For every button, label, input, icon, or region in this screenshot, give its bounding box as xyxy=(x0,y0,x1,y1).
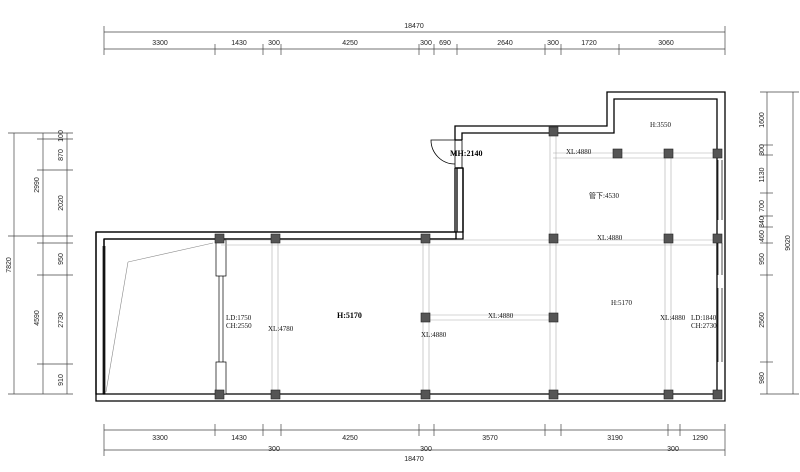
top-dimension-lines xyxy=(103,26,726,55)
label-xl-3: XL:4880 xyxy=(488,312,514,320)
bottom-dim-1: 3300 xyxy=(152,435,168,442)
left-outer-dim-3: 4590 xyxy=(34,310,41,326)
bottom-dim-8: 300 xyxy=(420,446,432,453)
top-total-dim: 18470 xyxy=(404,23,424,30)
columns xyxy=(214,126,723,400)
column xyxy=(548,389,559,400)
top-dim-9: 1720 xyxy=(581,40,597,47)
column xyxy=(270,389,281,400)
left-inner-dim-1: 100 xyxy=(58,130,65,142)
column xyxy=(712,233,723,244)
right-inner-dim-6: 460 xyxy=(759,230,766,242)
bottom-dim-5: 3190 xyxy=(607,435,623,442)
bottom-dim-4: 3570 xyxy=(482,435,498,442)
label-xl-5: XL:4880 xyxy=(660,314,686,322)
column xyxy=(663,233,674,244)
bottom-dim-6: 1290 xyxy=(692,435,708,442)
label-xl-1: XL:4880 xyxy=(566,148,592,156)
label-xl-2: XL:4880 xyxy=(597,234,623,242)
column xyxy=(612,148,623,159)
label-xl-6: XL:4780 xyxy=(268,325,294,333)
label-xl-4: XL:4880 xyxy=(421,331,447,339)
left-outer-dim-1: 2990 xyxy=(34,177,41,193)
label-ld-left: LD:1750 xyxy=(226,314,252,322)
left-inner-dim-6: 910 xyxy=(58,374,65,386)
bottom-dim-3: 4250 xyxy=(342,435,358,442)
top-dim-10: 3060 xyxy=(658,40,674,47)
right-dimension-lines xyxy=(760,91,799,395)
bottom-total-dim: 18470 xyxy=(404,456,424,463)
left-dimension-lines xyxy=(8,132,73,395)
label-pipe: 管下:4530 xyxy=(589,191,619,200)
right-inner-dim-2: 300 xyxy=(759,144,766,156)
right-outer-dim: 9020 xyxy=(785,235,792,251)
top-dim-5: 300 xyxy=(420,40,432,47)
right-inner-dim-5: 340 xyxy=(759,216,766,228)
column xyxy=(663,148,674,159)
label-h-right: H:5170 xyxy=(611,299,633,307)
column xyxy=(420,233,431,244)
top-dim-1: 3300 xyxy=(152,40,168,47)
column xyxy=(712,148,723,159)
right-inner-dim-4: 700 xyxy=(759,200,766,212)
label-h-main: H:5170 xyxy=(337,311,362,320)
column xyxy=(420,312,431,323)
top-dim-7: 2640 xyxy=(497,40,513,47)
bottom-dim-9: 300 xyxy=(667,446,679,453)
right-inner-dim-9: 980 xyxy=(759,372,766,384)
right-inner-dim-8: 2560 xyxy=(759,312,766,328)
column xyxy=(548,126,559,137)
right-inner-dim-1: 1600 xyxy=(759,112,766,128)
top-dim-3: 300 xyxy=(268,40,280,47)
column xyxy=(270,233,281,244)
label-h-top: H:3550 xyxy=(650,121,672,129)
top-dim-4: 4250 xyxy=(342,40,358,47)
walls xyxy=(95,91,726,402)
bottom-dim-2: 1430 xyxy=(231,435,247,442)
column xyxy=(712,389,723,400)
label-ch-left: CH:2550 xyxy=(226,322,252,330)
label-mh: MH:2140 xyxy=(450,149,482,158)
bottom-dim-7: 300 xyxy=(268,446,280,453)
beams xyxy=(221,133,716,394)
top-dim-2: 1430 xyxy=(231,40,247,47)
label-ch-right: CH:2730 xyxy=(691,322,717,330)
column xyxy=(214,233,225,244)
column xyxy=(420,389,431,400)
label-ld-right: LD:1840 xyxy=(691,314,717,322)
left-inner-dim-2: 870 xyxy=(58,149,65,161)
bottom-dimension-lines xyxy=(103,424,726,456)
column xyxy=(548,233,559,244)
column xyxy=(663,389,674,400)
left-inner-dim-3: 2020 xyxy=(58,195,65,211)
top-dim-6: 690 xyxy=(439,40,451,47)
right-inner-dim-7: 950 xyxy=(759,253,766,265)
top-dim-8: 300 xyxy=(547,40,559,47)
left-inner-dim-5: 2730 xyxy=(58,312,65,328)
left-outer-dim-2: 7820 xyxy=(6,257,13,273)
windows xyxy=(102,160,723,395)
column xyxy=(548,312,559,323)
left-room-lines xyxy=(105,242,214,393)
right-inner-dim-3: 1130 xyxy=(759,167,766,182)
left-inner-dim-4: 950 xyxy=(58,253,65,265)
column xyxy=(214,389,225,400)
